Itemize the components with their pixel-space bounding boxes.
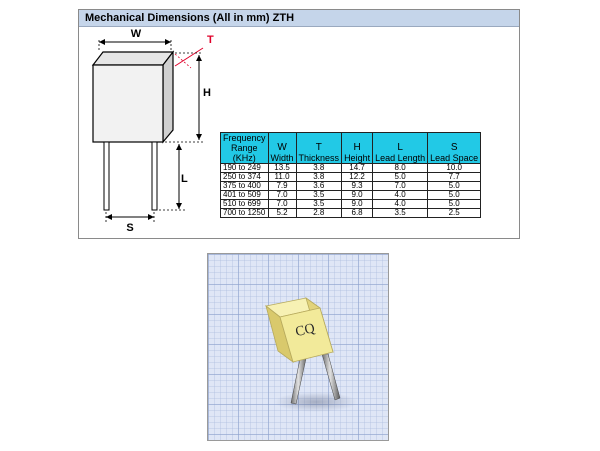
resonator-photo-illustration: CQ — [265, 297, 358, 412]
cell-width: 5.2 — [267, 208, 297, 218]
resonator-top-face — [91, 51, 175, 66]
resonator-side-face — [162, 50, 174, 144]
s-label: S — [126, 222, 133, 234]
component-drawing: W T H L S — [91, 28, 214, 234]
dimensions-table: Frequency Range (KHz) W Width T Thicknes… — [220, 132, 482, 218]
panel-title: Mechanical Dimensions (All in mm) ZTH — [79, 10, 519, 27]
resonator-front-face — [92, 64, 164, 143]
header-lead-space: S Lead Space — [427, 132, 482, 164]
cell-thickness: 2.8 — [295, 208, 343, 218]
lead-right — [151, 141, 158, 211]
header-width: W Width — [267, 132, 297, 164]
t-dimension-line — [174, 47, 204, 67]
table-row: 375 to 400 7.9 3.6 9.3 7.0 5.0 — [220, 181, 482, 191]
cell-lead-length: 3.5 — [372, 208, 429, 218]
table-row: 510 to 699 7.0 3.5 9.0 4.0 5.0 — [220, 199, 482, 209]
header-lead-length: L Lead Length — [372, 132, 429, 164]
cell-lead-space: 2.5 — [427, 208, 482, 218]
table-row: 190 to 249 13.5 3.8 14.7 8.0 10.0 — [220, 163, 482, 173]
header-frequency-range: Frequency Range (KHz) — [220, 132, 269, 164]
lead-left — [103, 141, 110, 211]
header-height: H Height — [341, 132, 374, 164]
w-label: W — [131, 28, 142, 40]
table-row: 700 to 1250 5.2 2.8 6.8 3.5 2.5 — [220, 208, 482, 218]
l-label: L — [181, 173, 188, 185]
t-label: T — [207, 34, 214, 46]
h-label: H — [203, 87, 211, 99]
mechanical-dimensions-panel: Mechanical Dimensions (All in mm) ZTH W … — [78, 9, 520, 239]
cell-height: 6.8 — [341, 208, 374, 218]
table-header-row: Frequency Range (KHz) W Width T Thicknes… — [220, 132, 482, 164]
table-row: 250 to 374 11.0 3.8 12.2 5.0 7.7 — [220, 172, 482, 182]
header-thickness: T Thickness — [295, 132, 343, 164]
cell-frequency-range: 700 to 1250 — [220, 208, 269, 218]
photo-marking: CQ — [294, 321, 316, 340]
photo-body-front — [279, 307, 334, 363]
product-photo: CQ — [207, 253, 389, 441]
